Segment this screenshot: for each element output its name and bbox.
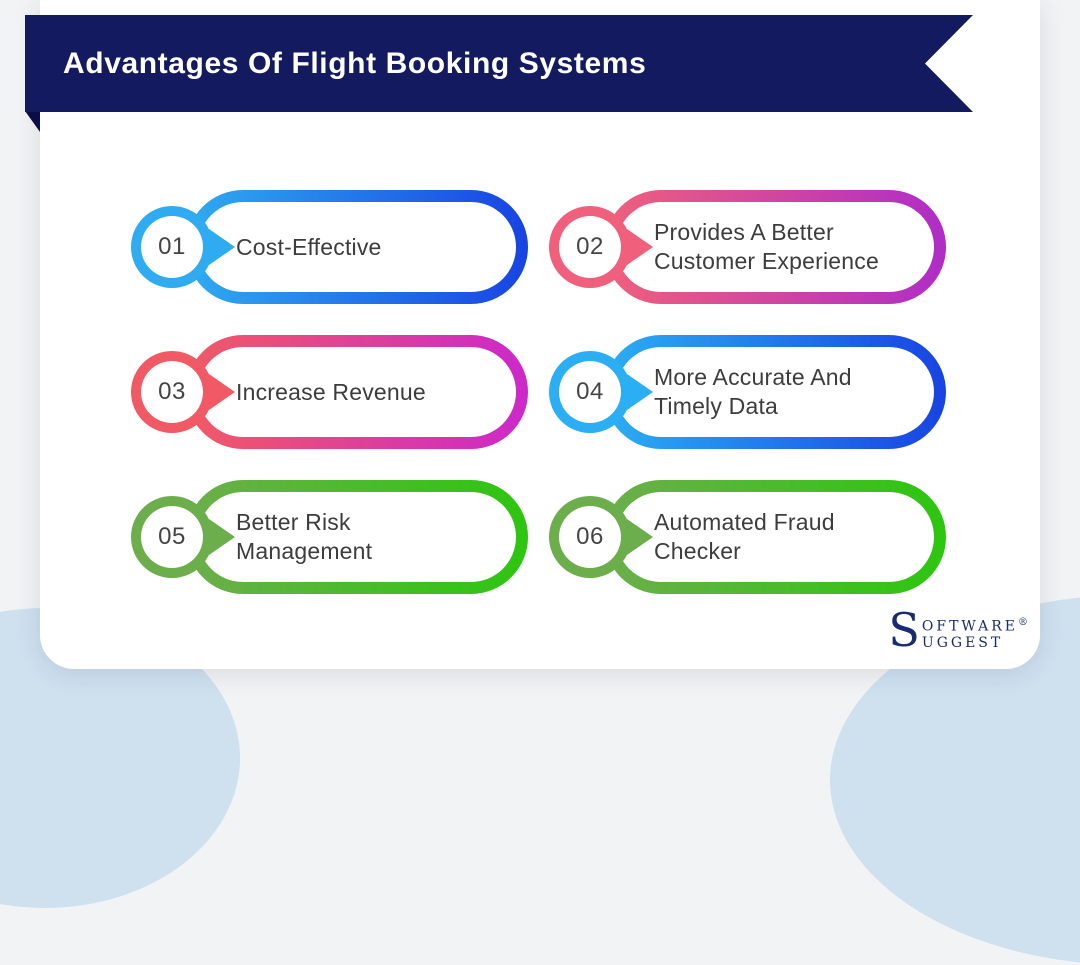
advantages-list: Cost-Effective 01 Provides A Better Cust… [131, 190, 946, 594]
number-badge: 03 [131, 351, 213, 433]
logo-line1: OFTWARE [921, 618, 1018, 635]
item-pill: Cost-Effective [186, 190, 528, 304]
page-title: Advantages Of Flight Booking Systems [63, 46, 647, 80]
softwaresuggest-logo: S OFTWARE® UGGEST [888, 603, 1028, 657]
advantage-item-3: Increase Revenue 03 [131, 335, 528, 449]
advantage-item-5: Better Risk Management 05 [131, 480, 528, 594]
item-pill: More Accurate And Timely Data [604, 335, 946, 449]
item-label: Cost-Effective [236, 233, 382, 260]
number-badge: 06 [549, 496, 631, 578]
item-pill: Automated Fraud Checker [604, 480, 946, 594]
item-label: Increase Revenue [236, 378, 426, 405]
advantage-item-6: Automated Fraud Checker 06 [549, 480, 946, 594]
item-number: 02 [576, 233, 604, 260]
item-number: 05 [158, 523, 186, 550]
item-pill: Increase Revenue [186, 335, 528, 449]
number-badge: 05 [131, 496, 213, 578]
item-number: 04 [576, 378, 604, 405]
item-number: 03 [158, 378, 186, 405]
logo-line2: UGGEST [921, 634, 1004, 651]
item-label: Automated Fraud Checker [654, 509, 835, 564]
registered-mark: ® [1018, 617, 1028, 628]
title-banner: Advantages Of Flight Booking Systems [25, 15, 973, 112]
advantage-item-1: Cost-Effective 01 [131, 190, 528, 304]
item-label: More Accurate And Timely Data [654, 364, 852, 419]
number-badge: 04 [549, 351, 631, 433]
item-label: Provides A Better Customer Experience [654, 219, 879, 274]
advantage-item-2: Provides A Better Customer Experience 02 [549, 190, 946, 304]
item-number: 01 [158, 233, 186, 260]
advantage-item-4: More Accurate And Timely Data 04 [549, 335, 946, 449]
item-label: Better Risk Management [236, 509, 373, 564]
number-badge: 01 [131, 206, 213, 288]
item-pill: Better Risk Management [186, 480, 528, 594]
number-badge: 02 [549, 206, 631, 288]
logo-initial: S [888, 603, 920, 657]
ribbon-fold [25, 111, 40, 132]
item-number: 06 [576, 523, 604, 550]
item-pill: Provides A Better Customer Experience [604, 190, 946, 304]
